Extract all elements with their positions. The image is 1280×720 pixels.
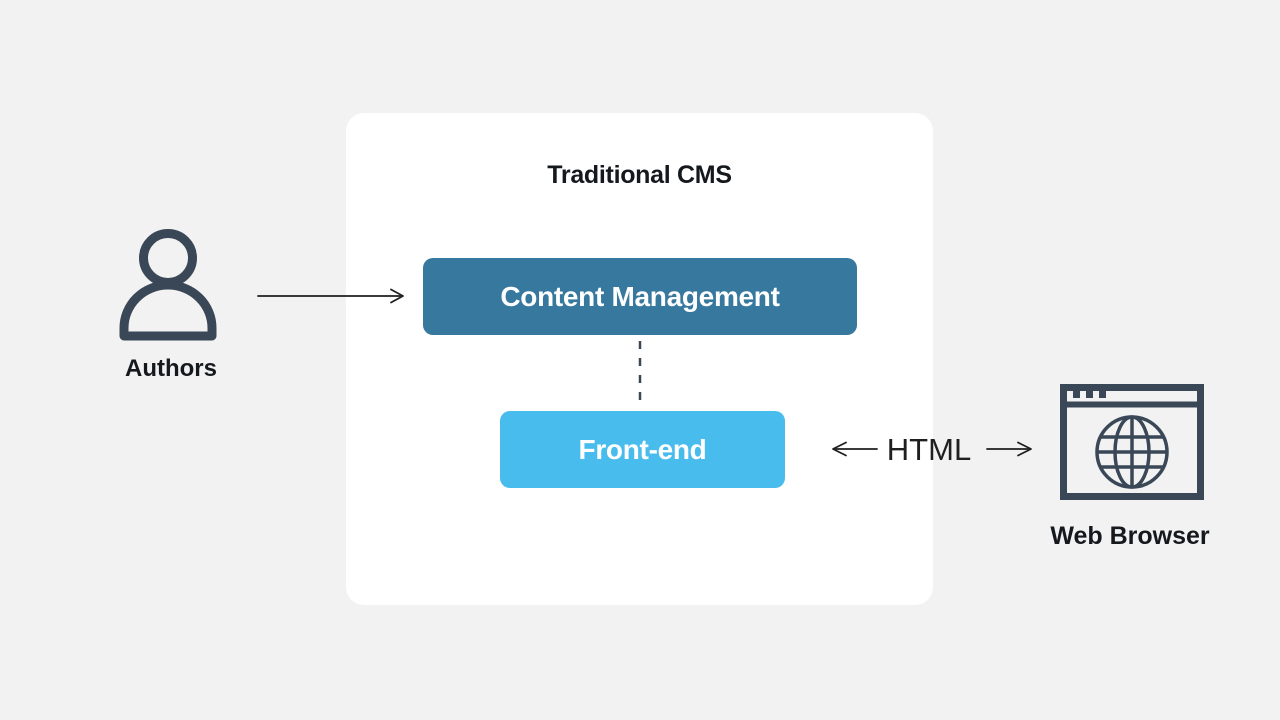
front-end-node: Front-end — [500, 411, 785, 488]
globe-icon — [1095, 415, 1169, 489]
card-title: Traditional CMS — [547, 161, 732, 189]
html-right-arrow — [986, 441, 1032, 457]
browser-globe-icon — [1060, 384, 1204, 500]
person-icon — [119, 229, 217, 341]
front-end-label: Front-end — [578, 433, 707, 465]
web-browser-label: Web Browser — [1050, 522, 1210, 550]
html-edge-label: HTML — [886, 432, 972, 467]
content-management-node: Content Management — [423, 258, 857, 335]
authors-label: Authors — [125, 355, 217, 382]
browser-menu-dots — [1073, 391, 1106, 398]
content-management-label: Content Management — [500, 280, 780, 312]
